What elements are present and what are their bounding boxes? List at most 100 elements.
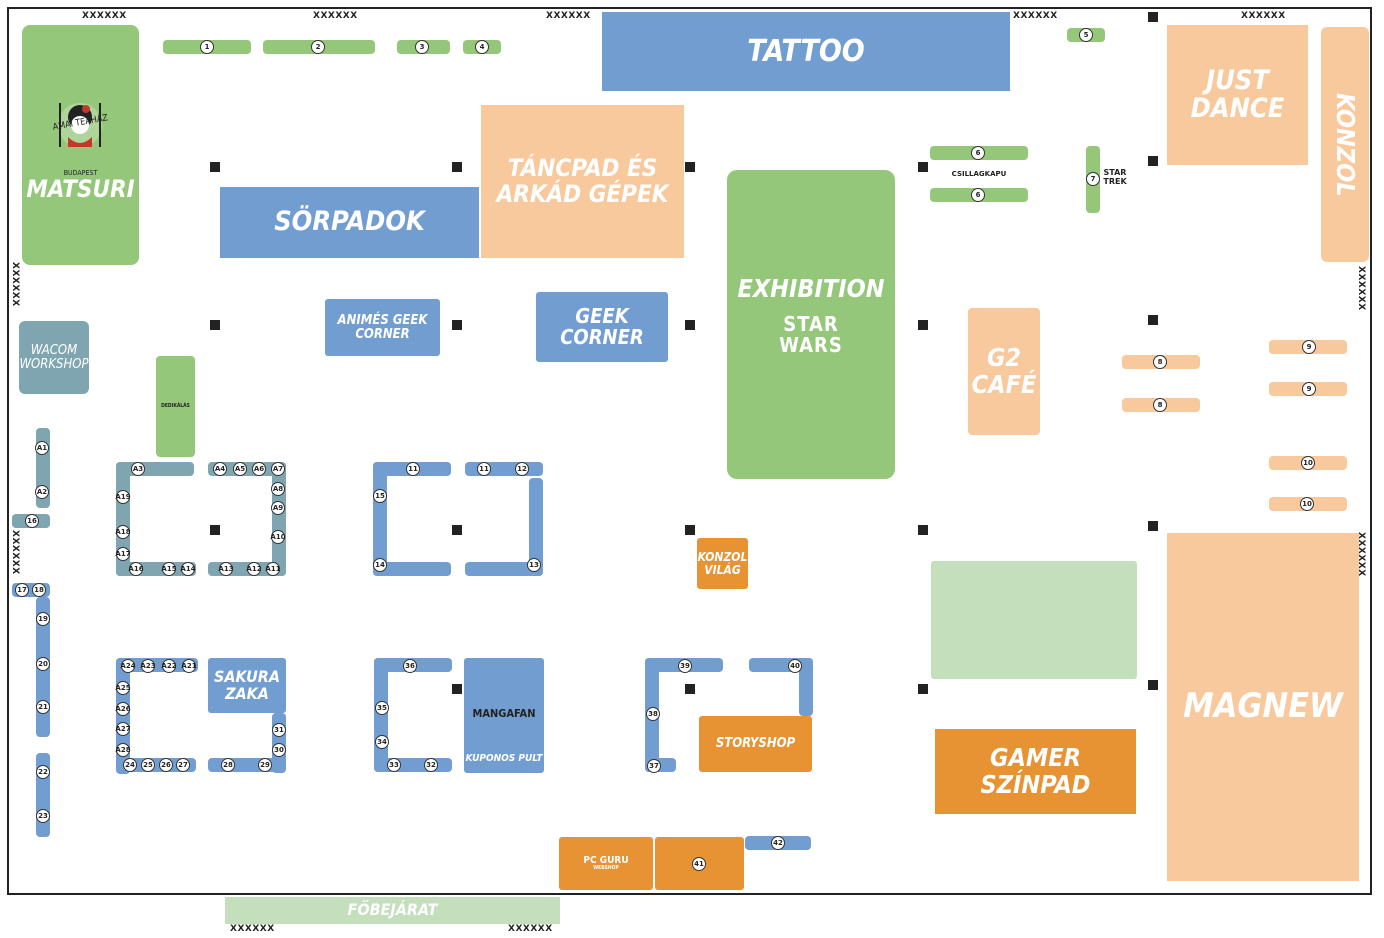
g2-cafe-booth[interactable]: G2 CAFÉ <box>968 308 1040 435</box>
exit-mark: XXXXXX <box>1241 11 1286 21</box>
storyshop-booth[interactable]: STORYSHOP <box>699 716 812 772</box>
booth-number[interactable]: 15 <box>373 489 387 503</box>
booth-number[interactable]: A10 <box>270 530 286 544</box>
pillar <box>452 162 462 172</box>
booth-number[interactable]: A28 <box>115 743 131 757</box>
booth-number[interactable]: A5 <box>233 462 247 476</box>
booth-number[interactable]: 14 <box>373 558 387 572</box>
booth-number[interactable]: 21 <box>36 700 50 714</box>
booth-number[interactable]: 29 <box>258 758 272 772</box>
booth-number[interactable]: 11 <box>406 462 420 476</box>
booth-number[interactable]: A1 <box>35 441 49 455</box>
booth-number[interactable]: 31 <box>272 723 286 737</box>
booth-number[interactable]: A6 <box>252 462 266 476</box>
booth-number[interactable]: A22 <box>161 659 177 673</box>
booth-number[interactable]: A18 <box>115 525 131 539</box>
exhibition-booth[interactable]: EXHIBITION STAR WARS <box>727 170 895 479</box>
g2-cafe-label: G2 CAFÉ <box>971 343 1037 399</box>
matsuri-booth[interactable]: AMAI TEAHÁZ BUDAPEST MATSURI <box>22 25 139 265</box>
booth-number[interactable]: 3 <box>415 40 429 54</box>
sorpadok-booth[interactable]: SÖRPADOK <box>220 187 479 258</box>
pillar <box>210 320 220 330</box>
wacom-workshop-booth[interactable]: WACOM WORKSHOP <box>19 321 89 394</box>
pillar <box>918 320 928 330</box>
booth-number[interactable]: 2 <box>311 40 325 54</box>
just-dance-booth[interactable]: JUST DANCE <box>1167 25 1308 165</box>
booth-number[interactable]: 34 <box>375 735 389 749</box>
magnew-booth[interactable]: MAGNEW <box>1167 533 1359 881</box>
booth-number[interactable]: 7 <box>1086 172 1100 186</box>
booth-number[interactable]: 40 <box>788 659 802 673</box>
booth-number[interactable]: 23 <box>36 809 50 823</box>
booth-number[interactable]: 13 <box>527 558 541 572</box>
booth-number[interactable]: 25 <box>141 758 155 772</box>
gamer-szinpad-booth[interactable]: GAMER SZÍNPAD <box>935 729 1136 814</box>
booth-number[interactable]: 30 <box>272 743 286 757</box>
booth-number[interactable]: A7 <box>271 462 285 476</box>
sakura-zaka-booth[interactable]: SAKURA ZAKA <box>208 658 286 713</box>
booth-number[interactable]: 9 <box>1302 382 1316 396</box>
mangafan-booth[interactable]: MANGAFAN KUPONOS PULT <box>464 658 544 773</box>
booth-number[interactable]: 28 <box>221 758 235 772</box>
booth-number[interactable]: 20 <box>36 657 50 671</box>
booth-number[interactable]: 22 <box>36 765 50 779</box>
booth-number[interactable]: A13 <box>218 562 234 576</box>
tancpad-label: TÁNCPAD ÉS ARKÁD GÉPEK <box>496 154 669 208</box>
booth-number[interactable]: 35 <box>375 701 389 715</box>
booth-number[interactable]: 36 <box>403 659 417 673</box>
konzol-vilag-booth[interactable]: KONZOL VILÁG <box>697 538 748 589</box>
booth-number[interactable]: 1 <box>200 40 214 54</box>
booth-number[interactable]: A24 <box>120 659 136 673</box>
booth-number[interactable]: A25 <box>115 681 131 695</box>
booth-number[interactable]: 26 <box>159 758 173 772</box>
tattoo-booth[interactable]: TATTOO <box>602 12 1010 91</box>
booth-number[interactable]: A2 <box>35 485 49 499</box>
booth-number[interactable]: A3 <box>131 462 145 476</box>
booth-number[interactable]: 18 <box>32 583 46 597</box>
booth-number[interactable]: 5 <box>1079 28 1093 42</box>
booth-number[interactable]: A4 <box>213 462 227 476</box>
booth-number[interactable]: A8 <box>271 482 285 496</box>
booth-number[interactable]: A12 <box>246 562 262 576</box>
booth-number[interactable]: A23 <box>140 659 156 673</box>
booth-number[interactable]: 6 <box>971 146 985 160</box>
booth-number[interactable]: 16 <box>25 514 39 528</box>
booth-number[interactable]: 42 <box>771 836 785 850</box>
booth-number[interactable]: A17 <box>115 547 131 561</box>
booth-number[interactable]: 8 <box>1153 398 1167 412</box>
booth-number[interactable]: 17 <box>15 583 29 597</box>
booth-number[interactable]: A11 <box>265 562 281 576</box>
booth-number[interactable]: A27 <box>115 722 131 736</box>
booth-number[interactable]: 6 <box>971 188 985 202</box>
pcguru-booth[interactable]: PC GURU WEBSHOP <box>559 837 653 890</box>
booth-number[interactable]: A21 <box>181 659 197 673</box>
booth-number[interactable]: A14 <box>180 562 196 576</box>
booth-number[interactable]: 39 <box>678 659 692 673</box>
booth-number[interactable]: 38 <box>646 707 660 721</box>
booth-number[interactable]: 19 <box>36 612 50 626</box>
booth-number[interactable]: A19 <box>115 490 131 504</box>
booth-number[interactable]: A16 <box>128 562 144 576</box>
booth-number[interactable]: 12 <box>515 462 529 476</box>
booth-number[interactable]: 37 <box>647 759 661 773</box>
dedikalas-booth[interactable]: DEDIKÁLÁS <box>156 356 195 457</box>
booth-number[interactable]: 27 <box>176 758 190 772</box>
booth-number[interactable]: 11 <box>477 462 491 476</box>
booth-number[interactable]: 32 <box>424 758 438 772</box>
booth-number[interactable]: 9 <box>1302 340 1316 354</box>
booth-number[interactable]: A9 <box>271 501 285 515</box>
konzol-label: KONZOL <box>1331 92 1361 197</box>
animes-geek-corner-booth[interactable]: ANIMÉS GEEK CORNER <box>325 299 440 356</box>
geek-corner-booth[interactable]: GEEK CORNER <box>536 292 668 362</box>
booth-number[interactable]: 10 <box>1300 497 1314 511</box>
konzol-booth[interactable]: KONZOL <box>1321 27 1369 262</box>
booth-number[interactable]: A26 <box>115 702 131 716</box>
booth-number[interactable]: 4 <box>475 40 489 54</box>
booth-number[interactable]: 8 <box>1153 355 1167 369</box>
booth-number[interactable]: A15 <box>161 562 177 576</box>
booth-number[interactable]: 33 <box>387 758 401 772</box>
booth-number[interactable]: 10 <box>1301 456 1315 470</box>
tancpad-booth[interactable]: TÁNCPAD ÉS ARKÁD GÉPEK <box>481 105 684 258</box>
booth-number[interactable]: 24 <box>123 758 137 772</box>
booth-number[interactable]: 41 <box>692 857 706 871</box>
